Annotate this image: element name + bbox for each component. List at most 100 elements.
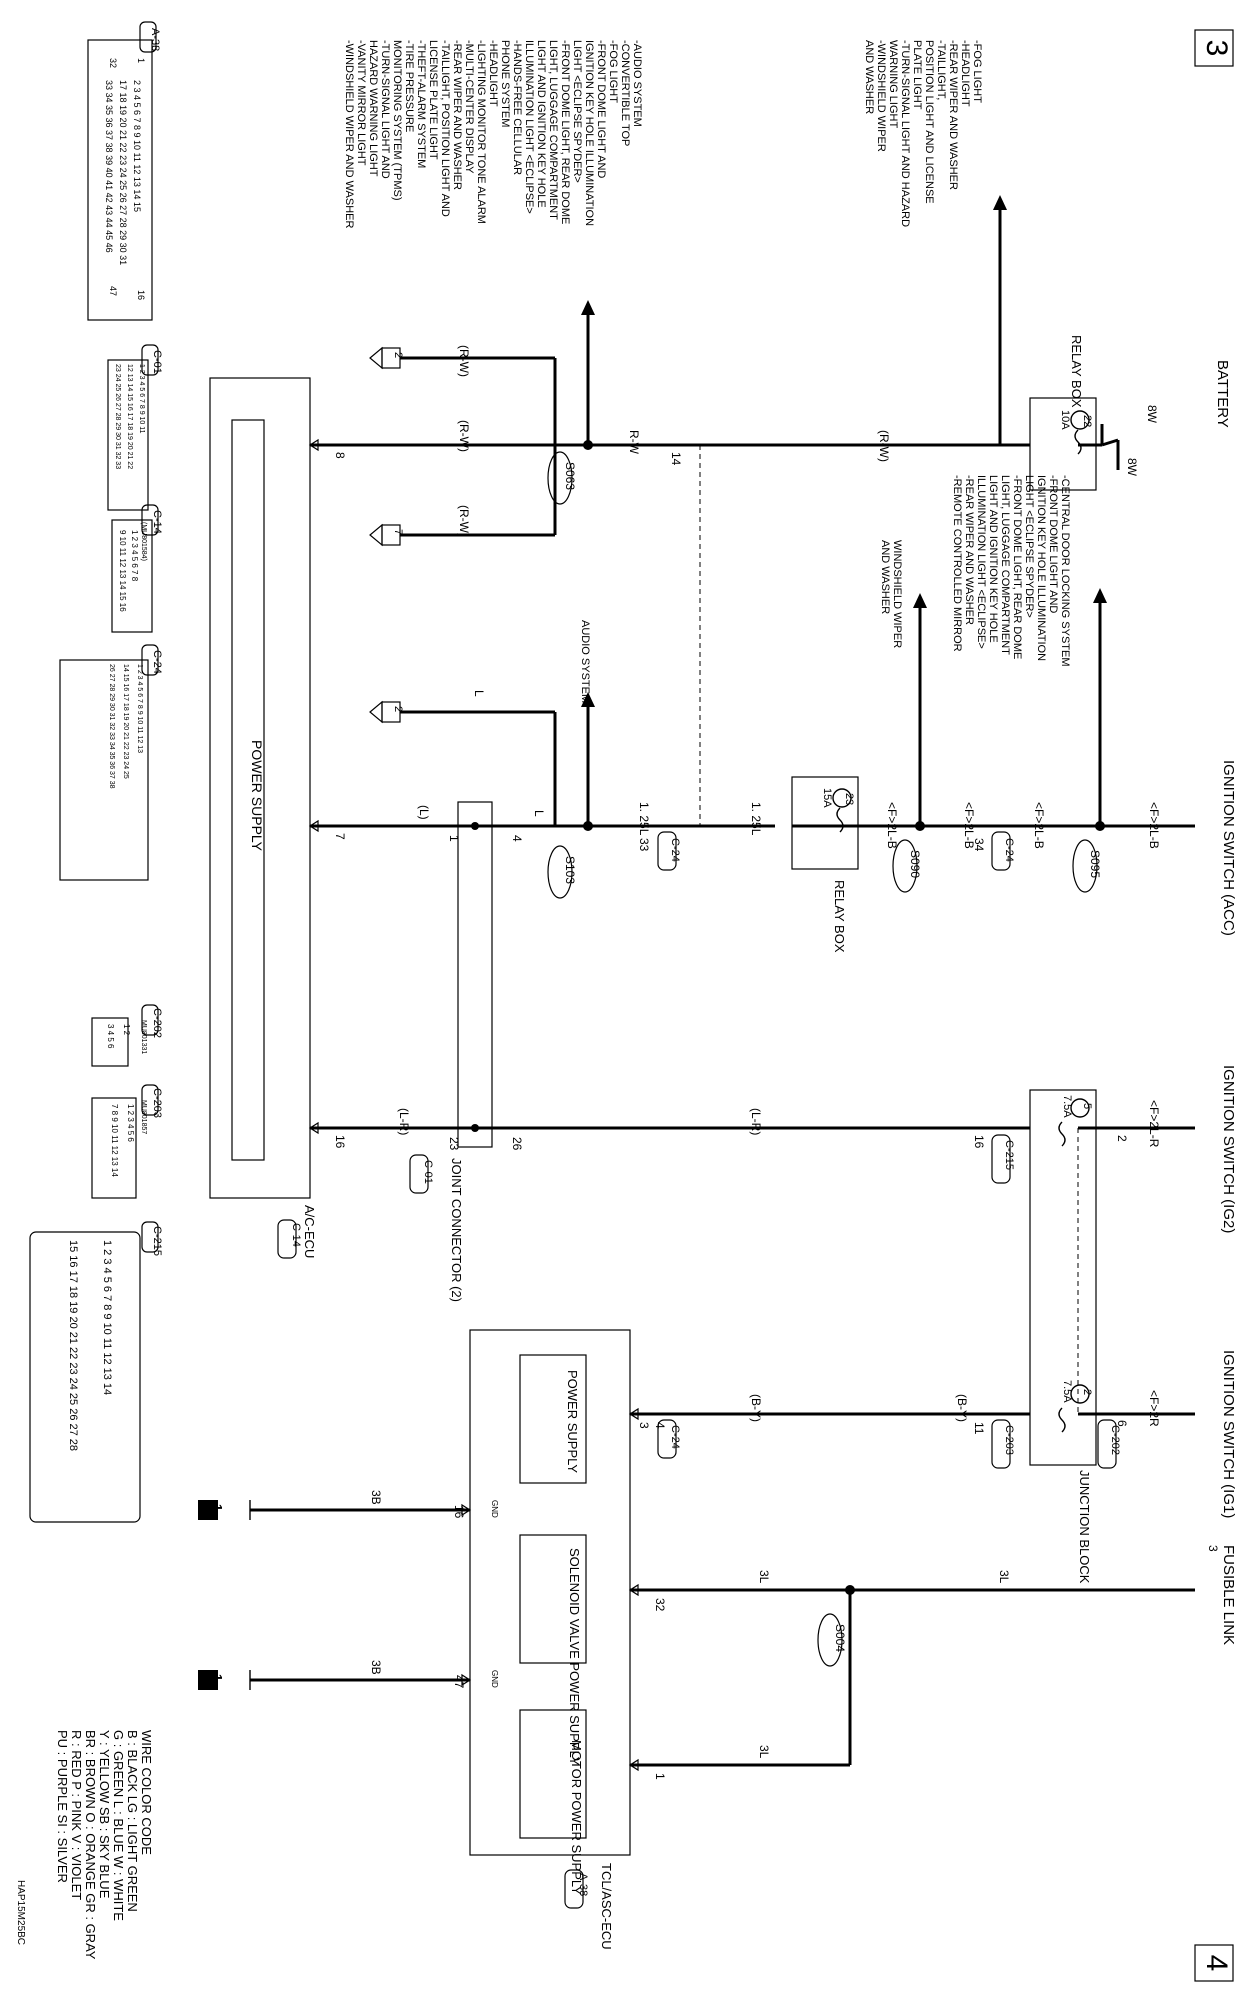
- tag-c202: [1097, 1419, 1117, 1469]
- wire-label-ig1: <F>2R: [1147, 1390, 1161, 1427]
- cv-c24-row3: 26 27 28 29 30 31 32 33 34 35 36 37 38: [108, 664, 115, 789]
- legend-line-2: Y : YELLOW SB : SKY BLUE: [97, 1730, 112, 1899]
- tcl-ecu-code: A-38: [577, 1873, 589, 1896]
- wire-label-acc-2: <F>2L-B: [1032, 802, 1046, 849]
- fuse-5-circle: [1070, 1098, 1090, 1118]
- wire-label-acc-3: <F>2L-B: [962, 802, 976, 849]
- pin-11: 11: [972, 1422, 986, 1435]
- tcl-block-power: POWER SUPPLY: [565, 1370, 580, 1473]
- connector-view-c14: [111, 504, 159, 633]
- pin-1-tcl: 1: [653, 1773, 667, 1780]
- splice-s090-dot: [915, 821, 925, 831]
- acc-load-9: -REMOTE CONTROLLED MIRROR: [951, 475, 963, 652]
- pin-arrow-16: [308, 1121, 319, 1135]
- tag-c14: [277, 1219, 297, 1259]
- connector-view-c01: [107, 344, 159, 511]
- legend-line-5: PU : PURPLE SI : SILVER: [55, 1730, 70, 1883]
- fuse-23-num: 23: [843, 793, 855, 805]
- splice-label-s095: S095: [1088, 850, 1102, 878]
- cv-c203-label: C-203: [151, 1088, 163, 1118]
- relay-load-8: -WINDSHIELD WIPER: [875, 40, 887, 152]
- wire-label-rw-5: (R-W): [457, 505, 471, 537]
- tcl-power-supply: [519, 1354, 587, 1484]
- wire-label-by-2: (B-Y): [749, 1394, 763, 1422]
- relay-load-7: WARNING LIGHT: [887, 40, 899, 128]
- cv-c01-label: C-01: [151, 350, 163, 374]
- wire-label-acc-4: <F>2L-B: [885, 802, 899, 849]
- battery-load-24: -WINDSHIELD WIPER AND WASHER: [343, 40, 355, 228]
- cv-a38-pin32: 32: [108, 58, 118, 68]
- legend-title: WIRE COLOR CODE: [139, 1730, 154, 1855]
- pin-4: 4: [510, 835, 524, 842]
- splice-label-s103: S103: [563, 856, 577, 884]
- drawing-code: HAP15M25BC: [15, 1880, 26, 1945]
- wire-label-rw-1: (R-W): [877, 430, 891, 462]
- battery-load-14: -MULTI-CENTER DISPLAY: [463, 40, 475, 174]
- pin-arrow-4: [628, 1407, 639, 1421]
- wire-label-l-1: L: [532, 810, 546, 817]
- arrow-battery-loads: [581, 300, 595, 315]
- offpage-2-b-num: 2: [392, 706, 404, 712]
- pin-16-gnd: 16: [452, 1505, 466, 1519]
- tag-c203: [991, 1419, 1011, 1469]
- battery-load-13: -LIGHTING MONITOR TONE ALARM: [475, 40, 487, 224]
- battery-load-6: -FRONT DOME LIGHT, REAR DOME: [559, 40, 571, 224]
- wire-label-acc-1: <F>2L-B: [1147, 802, 1161, 849]
- acc-load-5: LIGHT, LUGGAGE COMPARTMENT: [999, 475, 1011, 655]
- wire-label-3l-3: 3L: [757, 1745, 771, 1759]
- pin-1: 1: [447, 835, 461, 842]
- cv-c202-row1: 1 2: [122, 1024, 131, 1036]
- pin-34: 34: [972, 838, 986, 852]
- fuse-22-num: 22: [1081, 415, 1093, 427]
- relay-box-top-label: RELAY BOX: [1069, 335, 1084, 408]
- wire-label-3l-1: 3L: [997, 1570, 1011, 1584]
- source-ign-acc: IGNITION SWITCH (ACC): [1220, 760, 1237, 936]
- fuse-5-rating: 7.5A: [1061, 1095, 1073, 1118]
- source-ign-ig1: IGNITION SWITCH (IG1): [1220, 1350, 1237, 1518]
- wire-label-rw-3: (R-W): [457, 345, 471, 377]
- source-fusible-link: FUSIBLE LINK: [1220, 1545, 1237, 1645]
- pin-4-tcl: 4: [653, 1422, 667, 1429]
- wire-label-8w-a: 8W: [1145, 405, 1159, 424]
- fuse-22-circle: [1070, 410, 1090, 430]
- tcl-ecu: [469, 1329, 631, 1856]
- arrow-relay-loads: [993, 195, 1007, 210]
- pin-14: 14: [669, 452, 683, 466]
- cv-c14-row2: 9 10 11 12 13 14 15 16: [118, 530, 127, 612]
- joint-dot-1: [471, 822, 479, 830]
- junction-block-label: JUNCTION BLOCK: [1077, 1470, 1092, 1584]
- ac-ecu-label: A/C-ECU: [302, 1205, 317, 1258]
- connector-view-c24: [59, 644, 159, 881]
- cv-c203-row2: 7 8 9 10 11 12 13 14: [110, 1104, 119, 1177]
- legend-line-1: G : GREEN L : BLUE W : WHITE: [111, 1730, 126, 1921]
- fuse-5-num: 5: [1081, 1103, 1093, 1109]
- fuse-2-rating: 7.5A: [1061, 1380, 1073, 1403]
- cv-a38-pin16: 16: [136, 290, 146, 300]
- cv-c01-row3: 23 24 25 26 27 28 29 30 31 32 33: [114, 364, 121, 469]
- pin-32: 32: [653, 1598, 667, 1612]
- pin-16: 16: [972, 1135, 986, 1149]
- battery-load-20: MONITORING SYSTEM (TPMS): [391, 40, 403, 201]
- page-number-4: 4: [1200, 1954, 1233, 1972]
- offpage-2-b-tip: [369, 700, 383, 724]
- page-box-3: [1194, 29, 1234, 67]
- joint-dot-2: [471, 1124, 479, 1132]
- battery-load-9: ILLUMINATION LIGHT <ECLIPSE>: [523, 40, 535, 214]
- cv-c01-row2: 12 13 14 15 16 17 18 19 20 21 22: [126, 364, 133, 469]
- pin-7: 7: [333, 833, 347, 840]
- acc-load-3: LIGHT <ECLIPSE SPYDER>: [1023, 475, 1035, 618]
- fuse-5-symbol: [1058, 1121, 1066, 1147]
- battery-load-23: -VANITY MIRROR LIGHT: [355, 40, 367, 166]
- wire-label-8w-b: 8W: [1125, 458, 1139, 477]
- relay-box-mid: [791, 776, 859, 870]
- tag-c01: [409, 1154, 429, 1194]
- connector-view-c215: [29, 1221, 159, 1523]
- audio-system-label: AUDIO SYSTEM: [579, 620, 591, 703]
- cv-c203-part: MU801857: [140, 1100, 147, 1134]
- connector-view-a38: [87, 21, 157, 321]
- wire-label-lr-2: (L-R): [397, 1108, 411, 1135]
- joint-connector: [457, 801, 493, 1148]
- page-box-4: [1194, 1944, 1234, 1982]
- source-ign-ig2: IGNITION SWITCH (IG2): [1220, 1065, 1237, 1233]
- wire-label-rw-4: (R-W): [457, 420, 471, 452]
